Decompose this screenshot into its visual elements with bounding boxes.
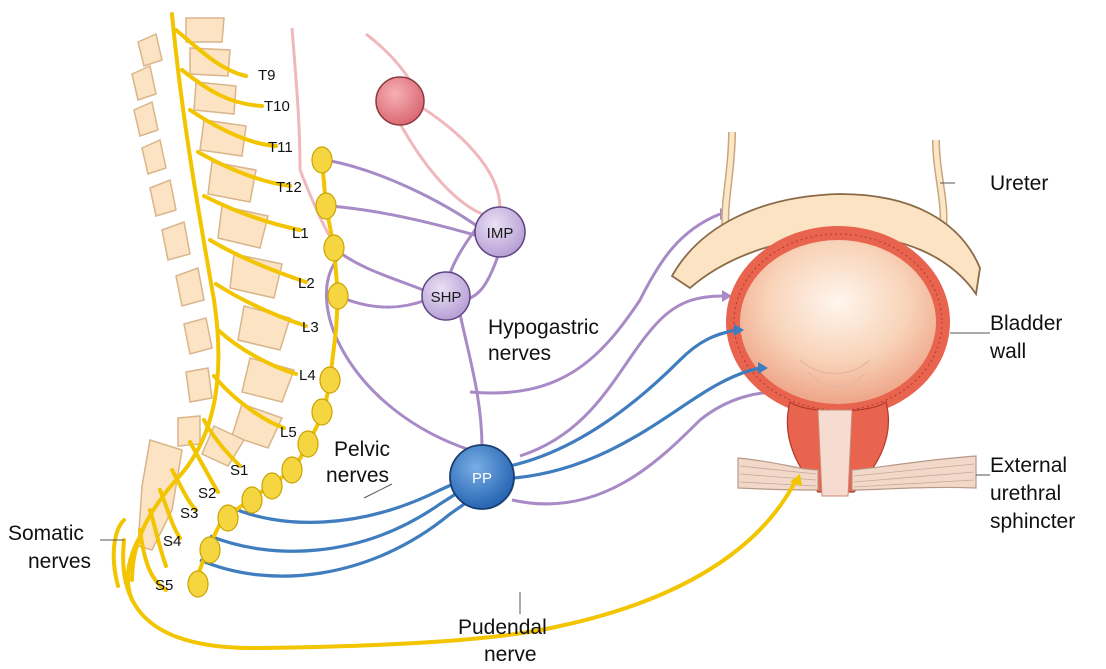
label-pudendal-line1: Pudendal xyxy=(458,616,547,639)
vertebra xyxy=(142,140,166,174)
label-l4: L4 xyxy=(299,367,316,384)
label-bladder-line2: wall xyxy=(989,340,1026,363)
vertebra xyxy=(162,222,190,260)
label-s2: S2 xyxy=(198,485,216,502)
label-s1: S1 xyxy=(230,462,248,479)
label-hypogastric-line1: Hypogastric xyxy=(488,316,599,339)
label-somatic-line2: nerves xyxy=(28,550,91,573)
label-pudendal-line2: nerve xyxy=(484,643,537,666)
label-t10: T10 xyxy=(264,98,290,115)
label-somatic-line1: Somatic xyxy=(8,522,84,545)
label-t12: T12 xyxy=(276,179,302,196)
label-pp: PP xyxy=(472,470,492,487)
spinal-ganglion-red xyxy=(376,77,424,125)
label-s5: S5 xyxy=(155,577,173,594)
label-hypogastric-line2: nerves xyxy=(488,342,551,365)
label-l2: L2 xyxy=(298,275,315,292)
vertebra xyxy=(134,102,158,136)
label-sphincter-line2: urethral xyxy=(990,482,1061,505)
vertebra xyxy=(238,306,290,350)
vertebra xyxy=(230,254,282,298)
label-shp: SHP xyxy=(431,289,462,306)
label-t9: T9 xyxy=(258,67,276,84)
label-l1: L1 xyxy=(292,225,309,242)
vertebra xyxy=(186,18,224,42)
label-imp: IMP xyxy=(487,225,514,242)
label-s4: S4 xyxy=(163,533,181,550)
label-pelvic-line2: nerves xyxy=(326,464,389,487)
label-pelvic-line1: Pelvic xyxy=(334,438,390,461)
label-ureter: Ureter xyxy=(990,172,1048,195)
label-s3: S3 xyxy=(180,505,198,522)
vertebra xyxy=(184,318,212,354)
vertebra xyxy=(186,368,212,402)
vertebra xyxy=(150,180,176,216)
urethra xyxy=(818,410,852,496)
label-sphincter-line3: sphincter xyxy=(990,510,1075,533)
label-sphincter-line1: External xyxy=(990,454,1067,477)
bladder xyxy=(726,226,950,496)
label-l5: L5 xyxy=(280,424,297,441)
vertebra xyxy=(138,34,162,66)
label-bladder-line1: Bladder xyxy=(990,312,1062,335)
label-l3: L3 xyxy=(302,319,319,336)
vertebra xyxy=(176,268,204,306)
vertebra xyxy=(190,48,230,76)
vertebra xyxy=(132,66,156,100)
label-t11: T11 xyxy=(268,139,293,156)
